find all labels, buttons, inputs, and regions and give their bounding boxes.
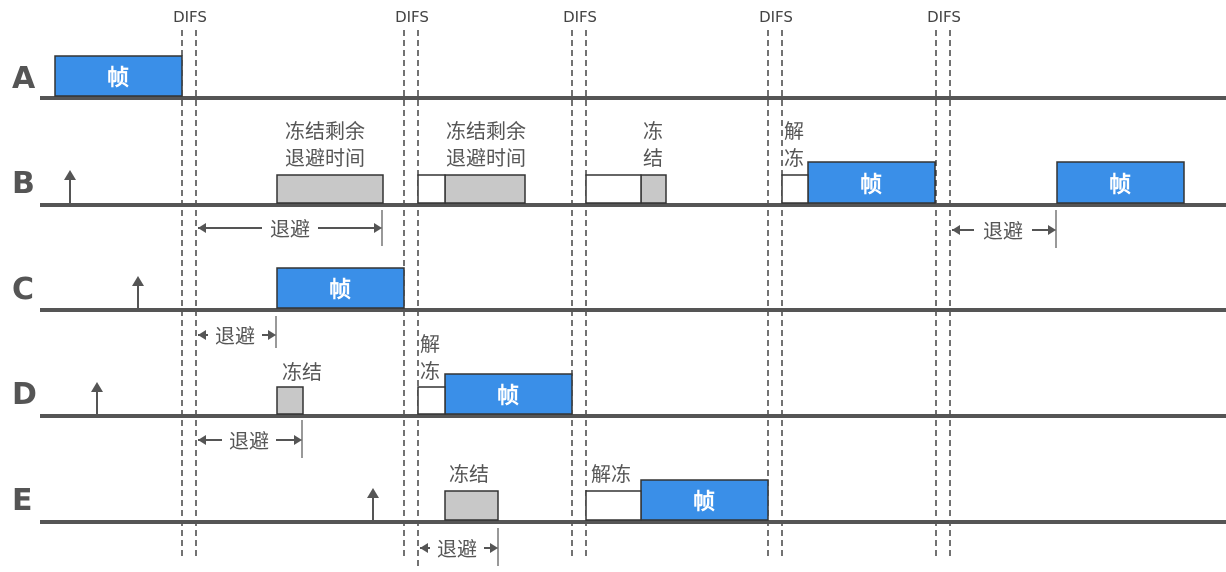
backoff-arrow-b-2 [952, 210, 1057, 248]
freeze-remaining-b-1-line1: 冻结剩余 [285, 119, 365, 143]
frame-a-label: 帧 [107, 66, 129, 91]
difs-label-4: DIFS [759, 8, 793, 26]
frame-b-1 [807, 161, 936, 204]
freeze-b-3-char1: 冻 [643, 119, 663, 143]
freeze-remaining-b-2-line1: 冻结剩余 [446, 119, 526, 143]
arrival-arrow-d [91, 382, 103, 414]
unfreeze-d-char1: 解 [420, 332, 440, 356]
backoff-arrow-d [198, 420, 303, 458]
backoff-arrow-b-1 [198, 210, 383, 246]
station-label-c: C [12, 272, 34, 307]
frame-d-label: 帧 [497, 384, 519, 409]
backoff-label-c: 退避 [215, 324, 255, 348]
frozen-block-b-2 [444, 174, 526, 204]
station-label-d: D [12, 377, 37, 412]
difs-label-1: DIFS [173, 8, 207, 26]
arrival-arrow-e [367, 488, 379, 520]
station-label-a: A [12, 61, 36, 96]
difs-box-b-3 [781, 174, 809, 204]
unfreeze-b-char2: 冻 [784, 146, 804, 170]
difs-box-d [417, 386, 446, 415]
unfreeze-d-char2: 冻 [420, 359, 440, 383]
frame-c-label: 帧 [329, 278, 351, 303]
arrival-arrow-b [64, 170, 76, 203]
backoff-label-b-2: 退避 [983, 219, 1023, 243]
backoff-arrow-e [420, 528, 499, 566]
frame-e-label: 帧 [693, 490, 715, 515]
difs-box-b-1 [417, 174, 446, 204]
frozen-block-d [276, 386, 304, 415]
frozen-block-b-1 [276, 174, 384, 204]
frame-b-1-label: 帧 [860, 173, 882, 198]
backoff-label-d: 退避 [229, 429, 269, 453]
backoff-label-e: 退避 [437, 537, 477, 561]
difs-label-3: DIFS [563, 8, 597, 26]
unfreeze-e: 解冻 [591, 462, 631, 486]
station-label-e: E [12, 483, 33, 518]
freeze-e: 冻结 [449, 462, 489, 486]
freeze-d: 冻结 [282, 360, 322, 384]
frame-b-2-label: 帧 [1109, 173, 1131, 198]
frame-a [54, 55, 183, 97]
freeze-remaining-b-2-line2: 退避时间 [446, 146, 526, 170]
frame-c [276, 267, 405, 309]
station-label-b: B [12, 166, 35, 201]
frozen-block-e [444, 490, 499, 521]
difs-label-2: DIFS [395, 8, 429, 26]
arrival-arrow-c [132, 276, 144, 308]
freeze-b-3-char2: 结 [643, 146, 663, 170]
difs-box-b-2 [585, 174, 642, 204]
frame-b-2 [1056, 161, 1185, 204]
unfreeze-b-char1: 解 [784, 119, 804, 143]
difs-box-e [585, 490, 642, 521]
frozen-block-b-3 [640, 174, 667, 204]
backoff-label-b-1: 退避 [270, 217, 310, 241]
difs-label-5: DIFS [927, 8, 961, 26]
backoff-arrow-c [198, 316, 277, 348]
freeze-remaining-b-1-line2: 退避时间 [285, 146, 365, 170]
